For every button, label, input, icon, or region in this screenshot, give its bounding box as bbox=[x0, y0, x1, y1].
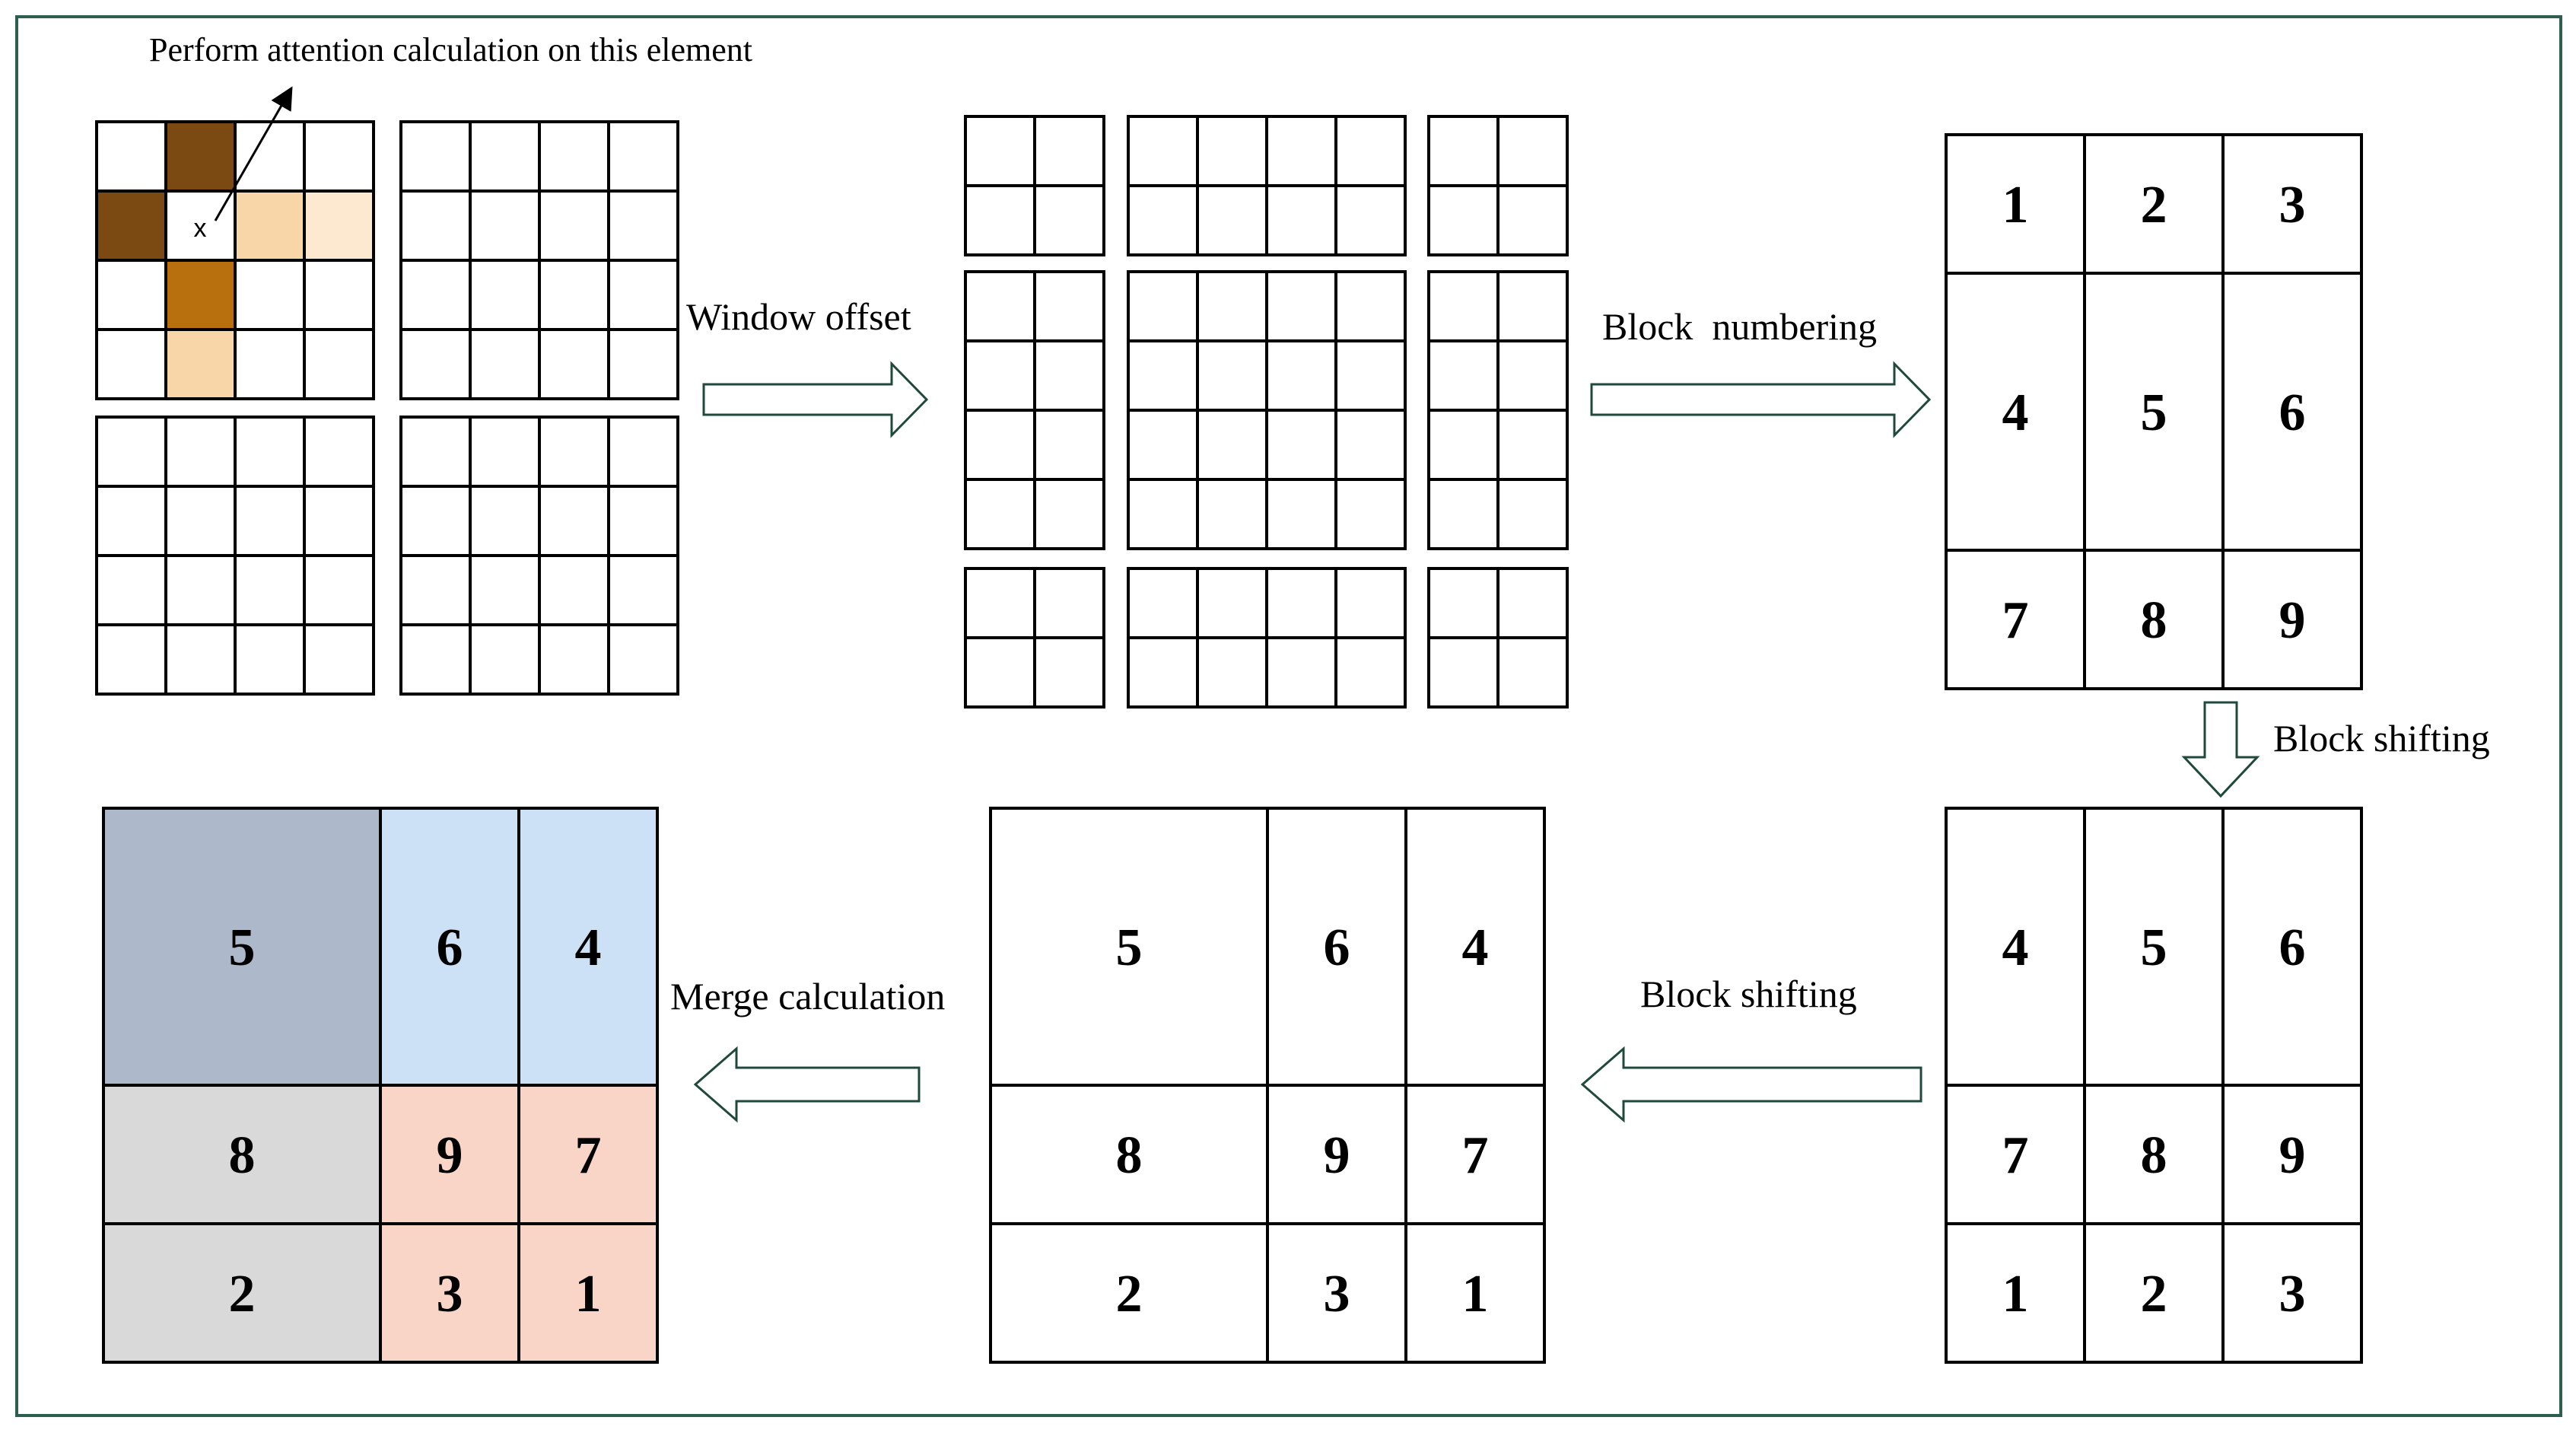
shifted-once-grid bbox=[1945, 807, 2363, 1364]
merged-block-label: 7 bbox=[575, 1126, 602, 1185]
shifted-once-block-label: 2 bbox=[2141, 1265, 2167, 1323]
shifted-once-block-label: 7 bbox=[2002, 1126, 2029, 1185]
window-top-left bbox=[95, 120, 375, 400]
offset-window-r1-c1 bbox=[964, 115, 1105, 256]
numbered-block-label: 6 bbox=[2279, 384, 2306, 442]
merged-blocks: 5 6 4 8 9 7 2 3 1 bbox=[102, 807, 659, 1364]
shifted-twice-block-label: 5 bbox=[1116, 919, 1143, 977]
numbered-block-label: 1 bbox=[2002, 176, 2029, 234]
shifted-once-block-label: 6 bbox=[2279, 919, 2306, 977]
numbered-block-label: 8 bbox=[2141, 591, 2167, 650]
offset-window-r2-c1 bbox=[964, 270, 1105, 550]
numbered-block-label: 7 bbox=[2002, 591, 2029, 650]
shifted-twice-block-label: 4 bbox=[1462, 919, 1489, 977]
numbered-block-label: 3 bbox=[2279, 176, 2306, 234]
shifted-twice-block-label: 7 bbox=[1462, 1126, 1489, 1185]
merged-cell-fill bbox=[380, 1085, 519, 1224]
shifted-twice-grid bbox=[989, 807, 1546, 1364]
shifted-once-block-label: 1 bbox=[2002, 1265, 2029, 1323]
window-bottom-left bbox=[95, 416, 375, 696]
shifted-once-block-label: 5 bbox=[2141, 919, 2167, 977]
merged-block-label: 9 bbox=[437, 1126, 463, 1185]
arrow-block-shifting-down bbox=[2181, 701, 2260, 798]
shifted-once-block-label: 8 bbox=[2141, 1126, 2167, 1185]
numbered-blocks: 1 2 3 4 5 6 7 8 9 bbox=[1945, 133, 2363, 690]
merged-cell-fill bbox=[103, 1085, 380, 1224]
shifted-twice-block-label: 3 bbox=[1324, 1265, 1350, 1323]
shifted-twice-block-label: 8 bbox=[1116, 1126, 1143, 1185]
shifted-twice-block-label: 2 bbox=[1116, 1265, 1143, 1323]
merged-cell-fill bbox=[103, 1224, 380, 1362]
window-top-right bbox=[399, 120, 679, 400]
offset-windows bbox=[964, 115, 1569, 709]
offset-window-r3-c1 bbox=[964, 567, 1105, 709]
annotation-pointer bbox=[214, 86, 293, 221]
merged-block-label: 8 bbox=[229, 1126, 256, 1185]
merged-cell-fill bbox=[519, 808, 657, 1085]
arrow-block-numbering bbox=[1590, 361, 1932, 438]
attention-key-cell-left bbox=[97, 192, 166, 261]
merged-cell-fill bbox=[519, 1085, 657, 1224]
original-windows: x Perform attention calculation on this … bbox=[95, 31, 752, 696]
numbered-grid-border bbox=[1945, 133, 2363, 690]
shifted-once-block-label: 3 bbox=[2279, 1265, 2306, 1323]
numbered-grid bbox=[1945, 133, 2363, 690]
label-block-shifting-left: Block shifting bbox=[1640, 973, 1857, 1015]
offset-window-r3-c2 bbox=[1127, 567, 1407, 709]
window-bottom-right bbox=[399, 416, 679, 696]
label-window-offset: Window offset bbox=[686, 295, 911, 338]
attention-key-cell-right-far bbox=[304, 192, 374, 261]
shifted-twice-block-label: 1 bbox=[1462, 1265, 1489, 1323]
offset-window-r2-c2 bbox=[1127, 270, 1407, 550]
merged-cell-fill bbox=[380, 1224, 519, 1362]
shifted-blocks-once: 4 5 6 7 8 9 1 2 3 bbox=[1945, 807, 2363, 1364]
arrow-window-offset bbox=[702, 361, 929, 438]
outer-frame bbox=[15, 15, 2562, 1417]
label-block-numbering: Block numbering bbox=[1602, 305, 1877, 348]
attention-key-cell-top bbox=[166, 122, 235, 192]
shifted-once-block-label: 9 bbox=[2279, 1126, 2306, 1185]
merged-cell-fill bbox=[519, 1224, 657, 1362]
arrow-block-shifting-left bbox=[1580, 1046, 1922, 1123]
merged-block-label: 5 bbox=[229, 919, 256, 977]
merged-block-label: 4 bbox=[575, 919, 602, 977]
annotation-text: Perform attention calculation on this el… bbox=[149, 31, 752, 68]
offset-window-r3-c3 bbox=[1427, 567, 1569, 709]
numbered-block-label: 2 bbox=[2141, 176, 2167, 234]
merged-block-label: 1 bbox=[575, 1265, 602, 1323]
merged-block-label: 3 bbox=[437, 1265, 463, 1323]
merged-block-label: 2 bbox=[229, 1265, 256, 1323]
numbered-block-label: 5 bbox=[2141, 384, 2167, 442]
shifted-blocks-twice: 5 6 4 8 9 7 2 3 1 bbox=[989, 807, 1546, 1364]
attention-key-cell-right-near bbox=[235, 192, 304, 261]
offset-window-r1-c3 bbox=[1427, 115, 1569, 256]
element-marker: x bbox=[194, 214, 207, 243]
label-block-shifting-down: Block shifting bbox=[2273, 717, 2490, 759]
label-merge-calculation: Merge calculation bbox=[670, 975, 945, 1017]
numbered-block-label: 9 bbox=[2279, 591, 2306, 650]
offset-window-r1-c2 bbox=[1127, 115, 1407, 256]
shifted-once-block-label: 4 bbox=[2002, 919, 2029, 977]
numbered-block-label: 4 bbox=[2002, 384, 2029, 442]
attention-key-cell-below-far bbox=[166, 330, 235, 400]
merged-grid bbox=[102, 807, 659, 1364]
merged-cell-fill bbox=[103, 808, 380, 1085]
shifted-twice-block-label: 6 bbox=[1324, 919, 1350, 977]
arrow-merge-calculation bbox=[693, 1046, 921, 1123]
merged-cell-fill bbox=[380, 808, 519, 1085]
shifted-twice-block-label: 9 bbox=[1324, 1126, 1350, 1185]
attention-key-cell-below-near bbox=[166, 261, 235, 330]
offset-window-r2-c3 bbox=[1427, 270, 1569, 550]
merged-block-label: 6 bbox=[437, 919, 463, 977]
